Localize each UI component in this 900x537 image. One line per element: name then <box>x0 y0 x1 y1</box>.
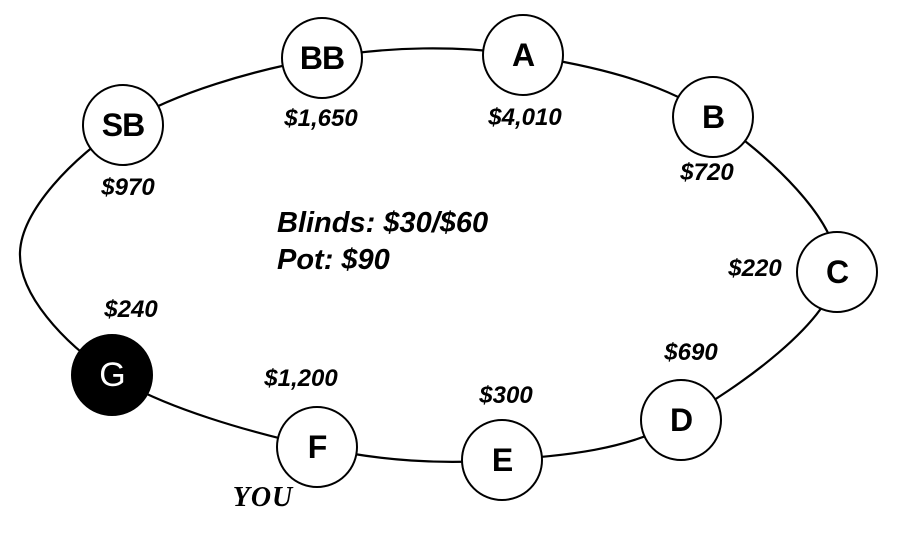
center-info: Blinds: $30/$60 Pot: $90 <box>277 205 488 279</box>
seat-d-label: D <box>669 401 693 438</box>
stack-label-bb: $1,650 <box>284 105 358 132</box>
stack-label-c: $220 <box>728 255 782 282</box>
seat-b-label: B <box>701 98 725 135</box>
stack-label-sb: $970 <box>101 174 155 201</box>
seat-e: E <box>461 419 543 501</box>
seat-sb-label: SB <box>101 106 145 143</box>
seat-a-label: A <box>511 36 535 73</box>
stack-label-b: $720 <box>680 159 734 186</box>
seat-f-label: F <box>307 428 328 465</box>
seat-b: B <box>672 76 754 158</box>
seat-sb: SB <box>82 84 164 166</box>
seat-e-label: E <box>491 441 513 478</box>
seat-c: C <box>796 231 878 313</box>
pot-text: Pot: $90 <box>277 244 390 276</box>
seat-bb-label: BB <box>299 39 345 76</box>
seat-c-label: C <box>825 253 849 290</box>
blinds-text: Blinds: $30/$60 <box>277 207 489 239</box>
you-label: YOU <box>232 482 294 513</box>
seat-f: F <box>276 406 358 488</box>
stack-label-g: $240 <box>104 296 158 323</box>
seat-g: G <box>71 334 153 416</box>
seat-bb: BB <box>281 17 363 99</box>
stack-label-f: $1,200 <box>264 365 338 392</box>
seat-a: A <box>482 14 564 96</box>
stack-label-e: $300 <box>479 382 533 409</box>
seat-g-label: G <box>99 355 125 394</box>
seat-d: D <box>640 379 722 461</box>
stack-label-d: $690 <box>664 339 718 366</box>
stack-label-a: $4,010 <box>488 104 562 131</box>
